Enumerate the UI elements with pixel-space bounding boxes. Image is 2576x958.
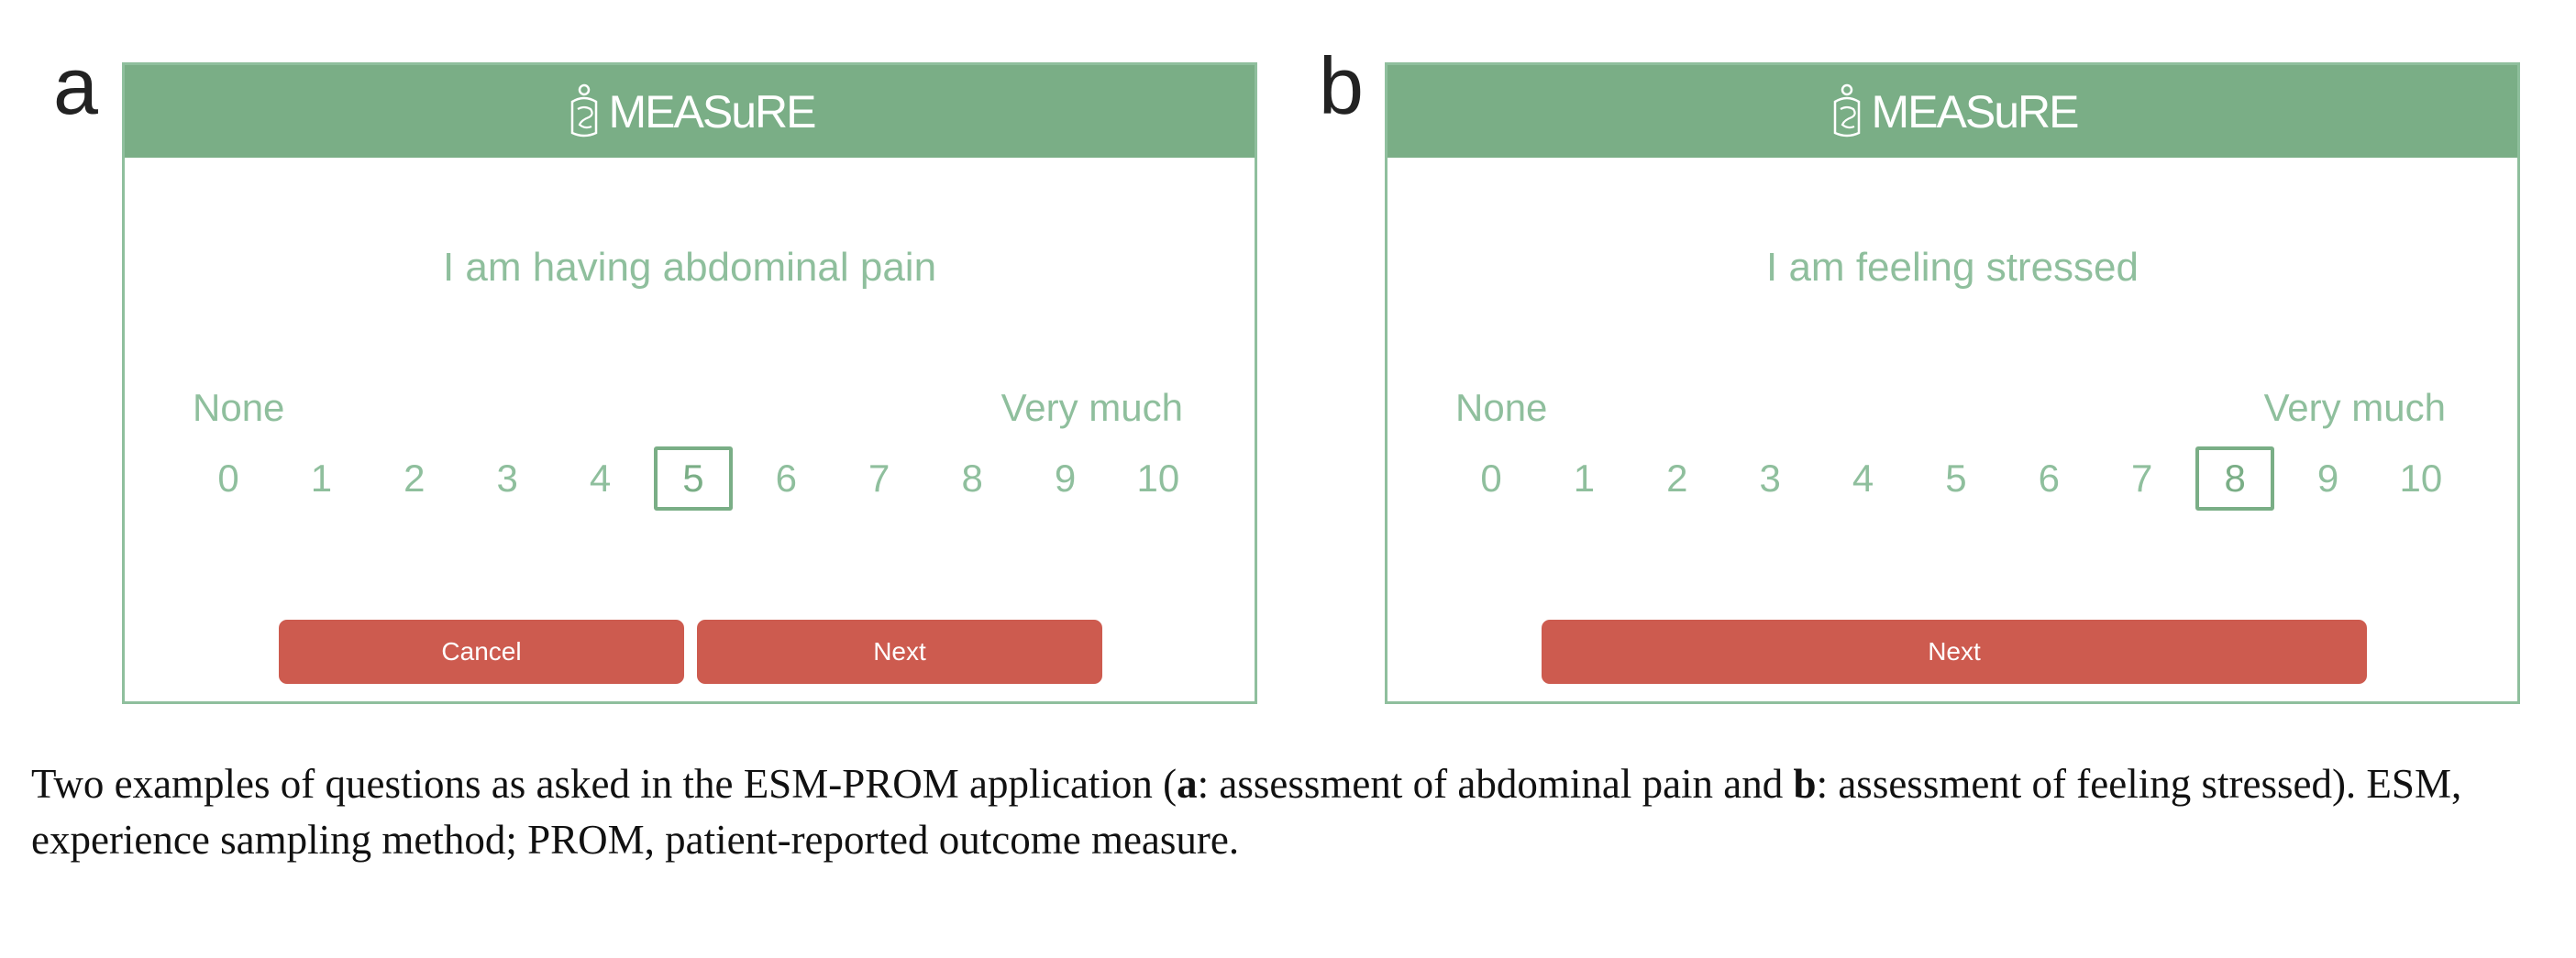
scale-option-3[interactable]: 3 <box>1759 457 1781 500</box>
brand: MEASuRE <box>565 83 817 140</box>
scale-option-5[interactable]: 5 <box>1945 457 1967 500</box>
brand-name: MEASuRE <box>608 85 817 138</box>
scale-option-6[interactable]: 6 <box>2038 457 2061 500</box>
brand-name: MEASuRE <box>1871 85 2080 138</box>
scale-option-selected[interactable]: 5 <box>653 446 733 511</box>
scale-label-low: None <box>1455 386 1548 429</box>
scale-label-high: Very much <box>1001 386 1183 429</box>
scale-option-2[interactable]: 2 <box>1666 457 1688 500</box>
app-screen-a: MEASuRE I am having abdominal pain None … <box>122 62 1257 704</box>
scale-option-1[interactable]: 1 <box>310 457 333 500</box>
scale-option-8[interactable]: 8 <box>961 457 983 500</box>
scale-option-7[interactable]: 7 <box>868 457 890 500</box>
scale-label-high: Very much <box>2263 386 2446 429</box>
scale-option-0[interactable]: 0 <box>1480 457 1502 500</box>
next-button[interactable]: Next <box>697 620 1102 684</box>
scale-option-7[interactable]: 7 <box>2131 457 2153 500</box>
panel-letter-b: b <box>1319 40 1364 131</box>
cancel-button[interactable]: Cancel <box>279 620 684 684</box>
app-header: MEASuRE <box>1388 65 2517 158</box>
caption-text: : assessment of feeling stressed). ESM, … <box>31 761 2462 863</box>
scale-option-4[interactable]: 4 <box>1852 457 1874 500</box>
caption-text: : assessment of abdominal pain and <box>1197 761 1794 807</box>
scale-option-selected[interactable]: 8 <box>2195 446 2275 511</box>
figure-caption: Two examples of questions as asked in th… <box>31 756 2544 868</box>
measure-logo-icon <box>1833 83 1860 137</box>
question-text: I am having abdominal pain <box>442 245 937 290</box>
scale-option-3[interactable]: 3 <box>496 457 518 500</box>
rating-scale: 0 1 2 3 4 5 6 7 8 9 10 <box>1452 446 2460 511</box>
measure-logo-icon <box>570 83 597 137</box>
app-screen-b: MEASuRE I am feeling stressed None Very … <box>1385 62 2520 704</box>
scale-option-9[interactable]: 9 <box>1054 457 1077 500</box>
scale-label-low: None <box>193 386 285 429</box>
scale-option-10[interactable]: 10 <box>2399 457 2443 500</box>
rating-scale: 0 1 2 3 4 5 6 7 8 9 10 <box>189 446 1198 511</box>
scale-option-10[interactable]: 10 <box>1136 457 1180 500</box>
brand: MEASuRE <box>1828 83 2080 140</box>
scale-option-1[interactable]: 1 <box>1573 457 1596 500</box>
caption-bold-b: b <box>1793 761 1817 807</box>
scale-option-0[interactable]: 0 <box>217 457 239 500</box>
scale-option-9[interactable]: 9 <box>2316 457 2339 500</box>
scale-option-2[interactable]: 2 <box>404 457 426 500</box>
question-text: I am feeling stressed <box>1766 245 2139 290</box>
caption-bold-a: a <box>1177 761 1198 807</box>
app-header: MEASuRE <box>125 65 1255 158</box>
caption-text: Two examples of questions as asked in th… <box>31 761 1177 807</box>
panel-letter-a: a <box>53 40 98 131</box>
scale-option-4[interactable]: 4 <box>589 457 612 500</box>
scale-option-6[interactable]: 6 <box>775 457 798 500</box>
next-button[interactable]: Next <box>1542 620 2367 684</box>
